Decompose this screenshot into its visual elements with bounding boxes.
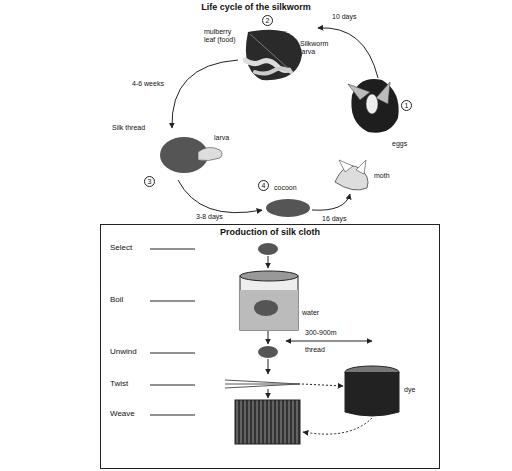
process-panel: Production of silk cloth xyxy=(100,224,440,469)
moth xyxy=(335,160,368,190)
label-text: Boil xyxy=(110,296,123,305)
diagram-title: Life cycle of the silkworm xyxy=(201,3,311,13)
callout-number: 1 xyxy=(401,100,412,111)
mulberry-leaf xyxy=(245,30,302,80)
cycle-arrow xyxy=(178,180,262,213)
label-text: dye xyxy=(404,386,415,394)
cycle-arrow xyxy=(318,28,378,78)
callout-number: 2 xyxy=(262,15,273,26)
label-text: larva xyxy=(214,134,229,142)
label-text: thread xyxy=(305,346,325,354)
label-text: 3-8 days xyxy=(196,213,223,221)
label-text: Select xyxy=(110,244,132,253)
label-text: Weave xyxy=(110,410,135,419)
cycle-arrow xyxy=(172,60,238,128)
label-text: Silkworm larva xyxy=(300,40,336,55)
label-text: Unwind xyxy=(110,348,137,357)
cycle-arrow xyxy=(312,194,350,210)
label-text: eggs xyxy=(392,140,407,148)
production-art xyxy=(150,243,399,444)
panel-heading: Production of silk cloth xyxy=(101,228,439,238)
label-text: moth xyxy=(374,172,390,180)
callout-number: 4 xyxy=(258,180,269,191)
callout-number: 3 xyxy=(144,176,155,187)
label-text: 300-900m xyxy=(305,329,337,337)
label-text: cocoon xyxy=(274,184,297,192)
silk-larva xyxy=(160,137,222,173)
label-text: 16 days xyxy=(322,215,347,223)
label-text: water xyxy=(302,309,319,317)
label-text: 4-6 weeks xyxy=(132,80,164,88)
label-text: 10 days xyxy=(332,13,357,21)
label-text: mulberry leaf (food) xyxy=(204,28,244,43)
eggs-and-moth xyxy=(348,79,399,133)
cocoon xyxy=(266,199,310,217)
label-text: Silk thread xyxy=(112,124,145,132)
label-text: Twist xyxy=(110,380,128,389)
